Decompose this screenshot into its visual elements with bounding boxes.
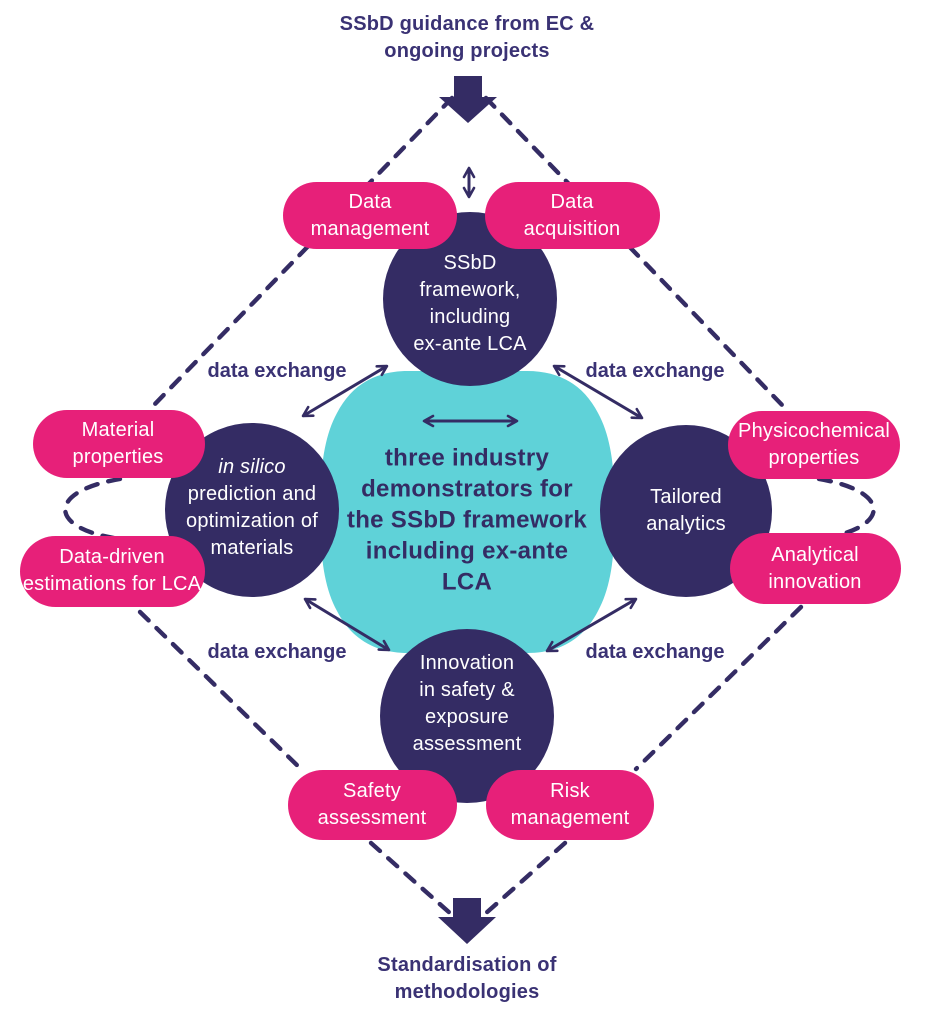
pill-data-acquisition-label: Data acquisition	[523, 191, 621, 240]
pill-data-management-label: Data management	[310, 191, 430, 240]
dashed-diamond-border	[63, 95, 876, 925]
diamond-edge-bottom-left-2	[368, 840, 463, 925]
hexagon-shape	[321, 371, 614, 653]
bottom-title: Standardisation of methodologies	[377, 954, 557, 1003]
pill-safety-label: Safety assessment	[317, 780, 427, 829]
circle-innovation-safety	[380, 629, 554, 803]
down-arrow-bottom-icon	[438, 898, 496, 944]
data-exchange-label-top-right: data exchange	[585, 360, 725, 382]
double-arrow-top-left-icon	[301, 364, 389, 418]
down-arrow-top-icon	[439, 76, 497, 123]
circle-innovation-label: Innovation in safety & exposure assessme…	[412, 652, 522, 755]
pill-risk	[486, 770, 654, 840]
diamond-edge-bottom-left-1	[137, 609, 305, 773]
pink-pills	[20, 182, 901, 840]
circle-ssbd-framework	[383, 212, 557, 386]
pill-analytical-label: Analytical innovation	[768, 544, 862, 593]
data-exchange-label-top-left: data exchange	[207, 360, 347, 382]
insilico-italic-text: in silico	[218, 456, 286, 478]
data-exchange-label-bottom-right: data exchange	[585, 641, 725, 663]
pill-analytical	[730, 533, 901, 604]
double-arrow-bottom-left-icon	[303, 597, 391, 652]
pill-material-properties	[33, 410, 205, 478]
double-arrow-bottom-right-icon	[545, 597, 638, 653]
double-arrow-top-right-icon	[552, 364, 644, 420]
circle-insilico-label: in silico prediction and optimization of…	[186, 454, 318, 562]
diamond-edge-top-right	[483, 95, 786, 409]
diamond-arc-right	[816, 476, 876, 541]
data-exchange-label-bottom-left: data exchange	[207, 641, 347, 663]
top-title: SSbD guidance from EC & ongoing projects	[339, 13, 595, 62]
diamond-edge-top-left	[150, 95, 455, 409]
pill-data-management	[283, 182, 457, 249]
diamond-edge-bottom-right-1	[633, 604, 804, 772]
circle-ssbd-framework-label: SSbD framework, including ex-ante LCA	[413, 252, 527, 355]
pill-data-acquisition	[485, 182, 660, 249]
pill-data-driven	[20, 536, 205, 607]
diamond-arc-left	[63, 476, 123, 541]
circle-tailored-analytics	[600, 425, 772, 597]
pill-safety	[288, 770, 457, 840]
data-exchange-arrows	[301, 166, 644, 653]
circle-insilico	[165, 423, 339, 597]
insilico-rest-text: prediction and optimization of materials	[186, 483, 318, 559]
circle-tailored-analytics-label: Tailored analytics	[646, 486, 726, 535]
diamond-edge-bottom-right-2	[473, 840, 568, 925]
pill-physicochemical-label: Physicochemical properties	[738, 420, 890, 469]
pill-physicochemical	[728, 411, 900, 479]
hexagon-label: three industry demonstrators for the SSb…	[346, 444, 588, 596]
pill-risk-label: Risk management	[510, 780, 630, 829]
pill-material-properties-label: Material properties	[72, 419, 164, 468]
pill-data-driven-label: Data-driven estimations for LCA	[22, 546, 202, 595]
